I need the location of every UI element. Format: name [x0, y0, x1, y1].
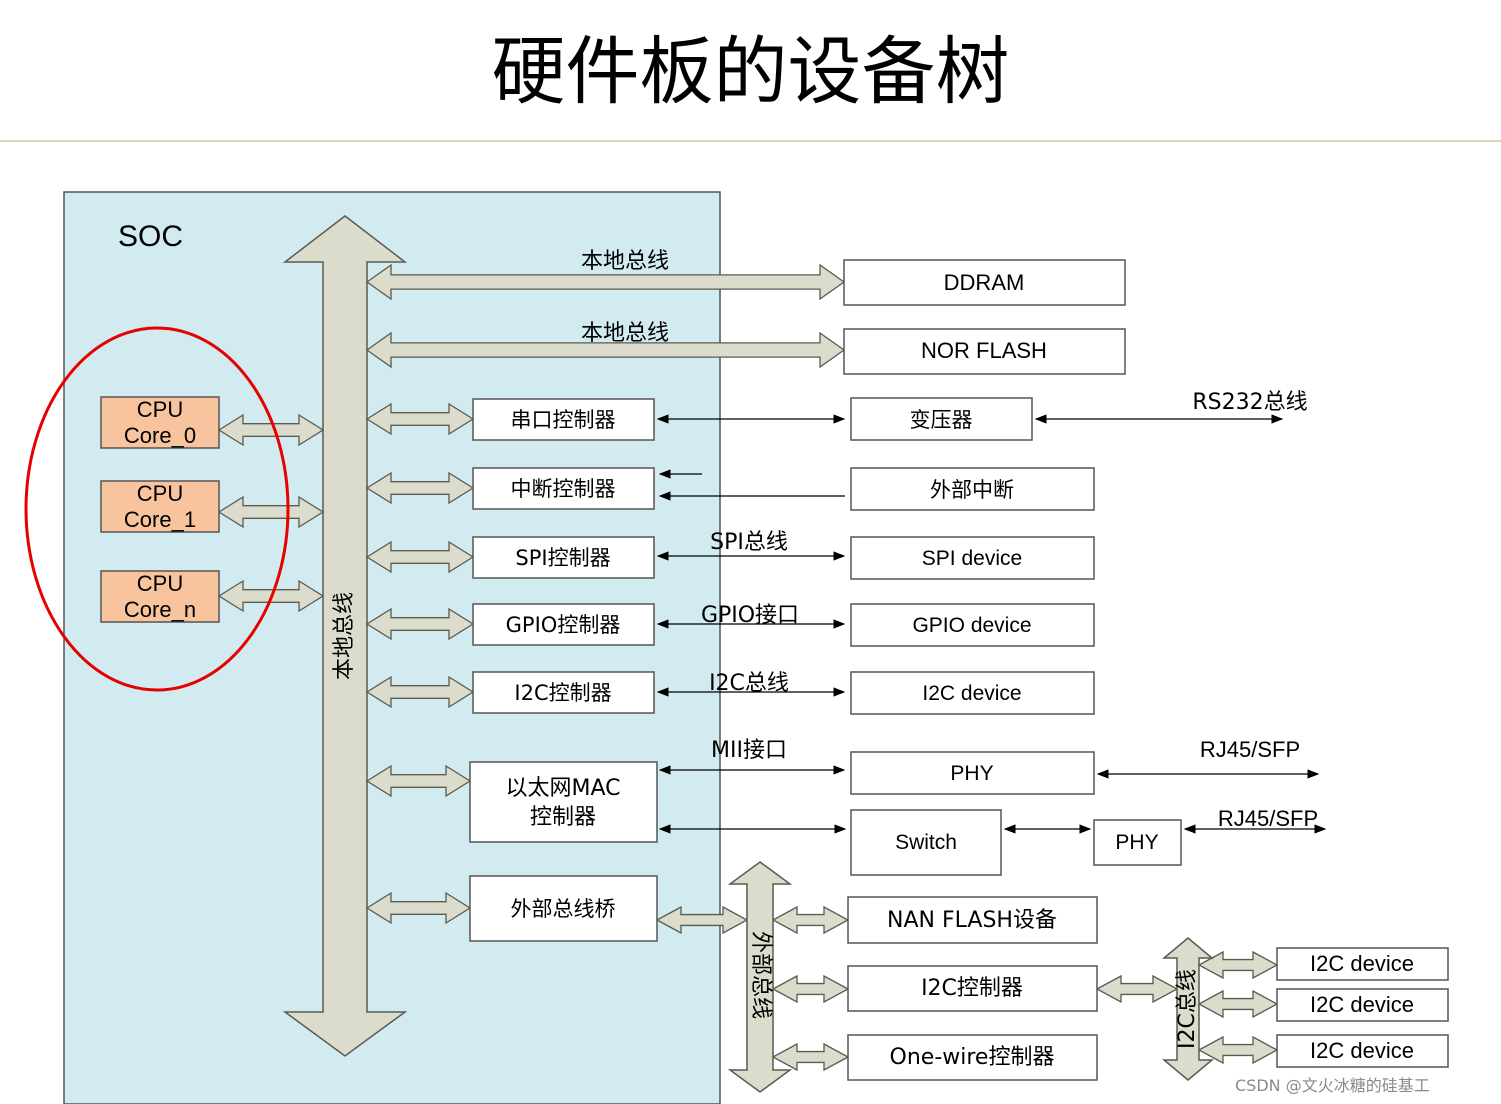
svg-text:I2C device: I2C device — [922, 682, 1021, 705]
phy-box: PHY — [850, 751, 1095, 795]
svg-text:PHY: PHY — [950, 762, 993, 785]
svg-text:DDRAM: DDRAM — [944, 270, 1025, 295]
svg-text:I2C device: I2C device — [1310, 1038, 1414, 1063]
i2c-bus-label: I2C总线 — [709, 671, 789, 696]
external-bus-label: 外部总线 — [748, 931, 773, 1019]
svg-text:NOR FLASH: NOR FLASH — [921, 338, 1047, 363]
spi-bus-label: SPI总线 — [710, 530, 788, 555]
svg-text:CPU: CPU — [137, 397, 183, 422]
nand-flash-device: NAN FLASH设备 — [847, 896, 1098, 944]
gpio-device-box: GPIO device — [850, 603, 1095, 647]
switch-box: Switch — [850, 809, 1002, 876]
svg-text:GPIO控制器: GPIO控制器 — [506, 613, 621, 637]
svg-text:GPIO device: GPIO device — [912, 614, 1031, 637]
title-divider — [0, 140, 1501, 142]
gpio-controller: GPIO控制器 — [472, 603, 655, 646]
gpio-interface-label: GPIO接口 — [701, 603, 799, 628]
cpu-core-n: CPU Core_n — [100, 570, 220, 623]
i2c-controller: I2C控制器 — [472, 671, 655, 714]
i2cctrl-i2cbus-arrow — [1095, 974, 1179, 1004]
svg-text:外部中断: 外部中断 — [930, 478, 1014, 502]
cpu0-bus-arrow — [217, 413, 325, 447]
svg-text:CPU: CPU — [137, 571, 183, 596]
uart-controller: 串口控制器 — [472, 398, 655, 441]
svg-text:Core_0: Core_0 — [124, 423, 196, 448]
local-bus-arrow — [282, 215, 408, 1057]
spi-device-box: SPI device — [850, 536, 1095, 580]
svg-text:以太网MAC: 以太网MAC — [505, 776, 620, 801]
one-wire-controller: One-wire控制器 — [847, 1034, 1098, 1081]
i2cbus-dev3-arrow — [1197, 1035, 1279, 1065]
svg-text:变压器: 变压器 — [910, 408, 973, 432]
svg-text:CPU: CPU — [137, 481, 183, 506]
cpu-core-1: CPU Core_1 — [100, 480, 220, 533]
external-i2c-controller: I2C控制器 — [847, 965, 1098, 1012]
svg-text:外部总线桥: 外部总线桥 — [511, 897, 616, 921]
svg-text:PHY: PHY — [1115, 831, 1158, 854]
rs232-bus-label: RS232总线 — [1192, 390, 1307, 415]
ddram-box: DDRAM — [843, 259, 1126, 306]
cpu-highlight-ring — [24, 326, 290, 692]
page-title: 硬件板的设备树 — [491, 29, 1010, 115]
nor-flash-box: NOR FLASH — [843, 328, 1126, 375]
svg-text:Switch: Switch — [895, 831, 957, 854]
i2c-bus-arrow — [1161, 937, 1215, 1081]
cpu1-bus-arrow — [217, 495, 325, 529]
i2c-device-2: I2C device — [1276, 988, 1449, 1022]
soc-label: SOC — [118, 220, 183, 253]
svg-text:One-wire控制器: One-wire控制器 — [890, 1045, 1055, 1070]
svg-text:Core_n: Core_n — [124, 597, 196, 622]
extbus-i2c-arrow — [771, 974, 850, 1004]
svg-text:SPI控制器: SPI控制器 — [515, 546, 610, 570]
i2c-device-3: I2C device — [1276, 1034, 1449, 1068]
external-bus-bridge: 外部总线桥 — [469, 875, 658, 942]
i2c-device-box: I2C device — [850, 671, 1095, 715]
i2c-device-1: I2C device — [1276, 947, 1449, 981]
svg-text:SPI device: SPI device — [922, 547, 1022, 570]
svg-text:I2C device: I2C device — [1310, 951, 1414, 976]
external-bus-arrow — [727, 861, 793, 1093]
external-interrupt-box: 外部中断 — [850, 467, 1095, 511]
phy2-box: PHY — [1093, 819, 1182, 866]
svg-text:I2C device: I2C device — [1310, 992, 1414, 1017]
spi-controller: SPI控制器 — [472, 536, 655, 579]
mii-interface-label: MII接口 — [711, 738, 787, 763]
rj45-sfp-label-1: RJ45/SFP — [1200, 737, 1300, 762]
svg-text:串口控制器: 串口控制器 — [511, 408, 616, 432]
interrupt-controller: 中断控制器 — [472, 467, 655, 510]
svg-text:中断控制器: 中断控制器 — [511, 477, 616, 501]
extbus-nand-arrow — [771, 905, 850, 935]
svg-text:I2C控制器: I2C控制器 — [514, 681, 611, 705]
i2c-bus-vertical-label: I2C总线 — [1175, 969, 1200, 1049]
i2cbus-dev2-arrow — [1197, 989, 1279, 1019]
svg-text:I2C控制器: I2C控制器 — [921, 976, 1023, 1001]
svg-text:Core_1: Core_1 — [124, 507, 196, 532]
transformer-box: 变压器 — [850, 397, 1033, 441]
local-bus-label: 本地总线 — [332, 592, 357, 680]
svg-text:控制器: 控制器 — [530, 805, 596, 830]
cpu-core-0: CPU Core_0 — [100, 396, 220, 449]
signal-lines — [656, 414, 1327, 834]
extbus-onewire-arrow — [771, 1042, 850, 1072]
i2cbus-dev1-arrow — [1197, 950, 1279, 980]
local-bus-label-ddram: 本地总线 — [581, 249, 669, 274]
csdn-watermark: CSDN @文火冰糖的硅基工 — [1235, 1076, 1430, 1095]
ethernet-mac-controller: 以太网MAC 控制器 — [469, 761, 658, 843]
local-bus-label-nor: 本地总线 — [581, 321, 669, 346]
rj45-sfp-label-2: RJ45/SFP — [1218, 806, 1318, 831]
svg-text:NAN FLASH设备: NAN FLASH设备 — [887, 908, 1057, 933]
